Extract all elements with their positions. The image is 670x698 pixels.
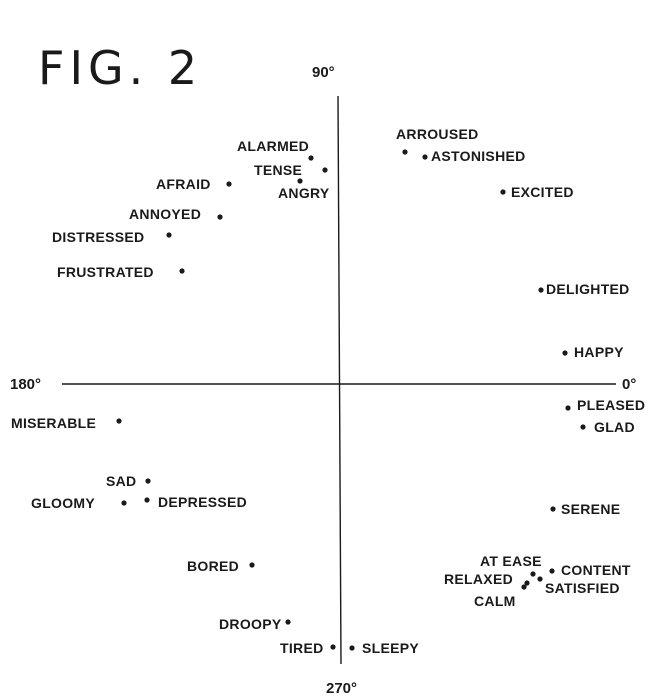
- point-frustrated-dot: [179, 268, 185, 274]
- point-excited-dot: [500, 189, 506, 195]
- point-miserable-label: MISERABLE: [11, 415, 96, 431]
- point-annoyed-label: ANNOYED: [129, 206, 201, 222]
- point-sad-dot: [145, 478, 151, 484]
- point-satisfied-label: SATISFIED: [545, 580, 620, 596]
- point-satisfied-dot: [537, 576, 543, 582]
- axis-label-left: 180°: [10, 376, 41, 393]
- point-arroused-dot: [402, 149, 408, 155]
- point-sleepy-dot: [349, 645, 355, 651]
- point-tense-dot: [322, 167, 328, 173]
- point-astonished-label: ASTONISHED: [431, 148, 526, 164]
- point-alarmed-label: ALARMED: [237, 138, 309, 154]
- point-tired-label: TIRED: [280, 640, 324, 656]
- point-happy-label: HAPPY: [574, 344, 624, 360]
- point-calm-label: CALM: [474, 593, 516, 609]
- point-astonished-dot: [422, 154, 428, 160]
- point-content-dot: [549, 568, 555, 574]
- point-delighted-dot: [538, 287, 544, 293]
- point-delighted-label: DELIGHTED: [546, 281, 630, 297]
- point-afraid-dot: [226, 181, 232, 187]
- point-content-label: CONTENT: [561, 562, 631, 578]
- point-afraid-label: AFRAID: [156, 176, 211, 192]
- point-angry-dot: [297, 178, 303, 184]
- point-distressed-dot: [166, 232, 172, 238]
- point-happy-dot: [562, 350, 568, 356]
- point-glad-label: GLAD: [594, 419, 635, 435]
- axis-label-top: 90°: [312, 64, 335, 81]
- point-pleased-label: PLEASED: [577, 397, 645, 413]
- point-depressed-label: DEPRESSED: [158, 494, 247, 510]
- point-droopy-label: DROOPY: [219, 616, 282, 632]
- point-relaxed-label: RELAXED: [444, 571, 513, 587]
- point-annoyed-dot: [217, 214, 223, 220]
- point-tired-dot: [330, 644, 336, 650]
- point-at-ease-label: AT EASE: [480, 553, 542, 569]
- axis-label-bottom: 270°: [326, 680, 357, 697]
- point-sleepy-label: SLEEPY: [362, 640, 419, 656]
- point-angry-label: ANGRY: [278, 185, 330, 201]
- point-droopy-dot: [285, 619, 291, 625]
- figure-title: FIG. 2: [38, 41, 202, 95]
- emotion-points: ALARMED TENSE ANGRY AFRAID ANNOYED DISTRESSED…: [11, 126, 645, 656]
- point-distressed-label: DISTRESSED: [52, 229, 144, 245]
- vertical-axis: [337, 95, 342, 665]
- point-arroused-label: ARROUSED: [396, 126, 479, 142]
- point-depressed-dot: [144, 497, 150, 503]
- point-bored-label: BORED: [187, 558, 239, 574]
- point-sad-label: SAD: [106, 473, 136, 489]
- point-calm-dot: [521, 584, 527, 590]
- point-miserable-dot: [116, 418, 122, 424]
- point-serene-label: SERENE: [561, 501, 620, 517]
- point-gloomy-dot: [121, 500, 127, 506]
- point-relaxed-dot: [524, 580, 530, 586]
- point-tense-label: TENSE: [254, 162, 302, 178]
- point-excited-label: EXCITED: [511, 184, 574, 200]
- point-bored-dot: [249, 562, 255, 568]
- point-frustrated-label: FRUSTRATED: [57, 264, 154, 280]
- point-alarmed-dot: [308, 155, 314, 161]
- point-glad-dot: [580, 424, 586, 430]
- axis-label-right: 0°: [622, 376, 636, 393]
- point-pleased-dot: [565, 405, 571, 411]
- point-gloomy-label: GLOOMY: [31, 495, 95, 511]
- point-serene-dot: [550, 506, 556, 512]
- point-at-ease-dot: [530, 571, 536, 577]
